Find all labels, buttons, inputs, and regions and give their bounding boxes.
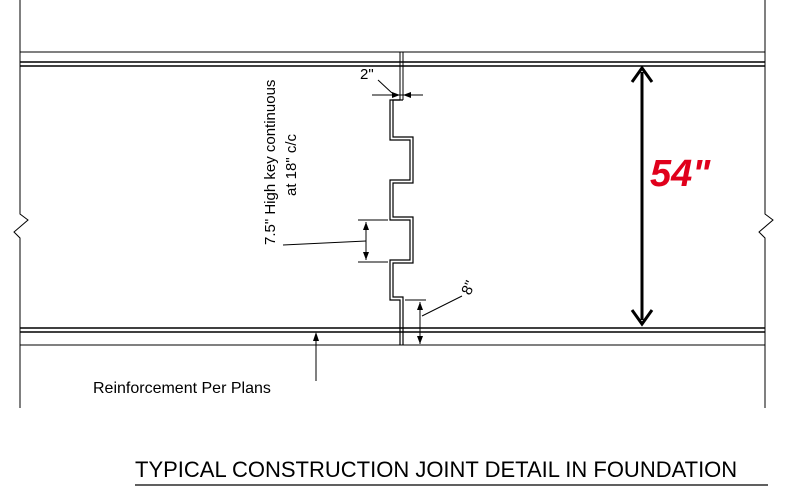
left-break-line [13,0,29,408]
offset-arrow-up-icon [417,302,423,310]
joint-key-profile-right [392,99,414,345]
gap-arrow-right-icon [403,92,411,98]
key-arrow-down-icon [363,252,369,260]
thickness-arrow-bottom-icon [630,309,654,327]
bottom-offset-dimension: 8" [405,278,479,344]
key-note-line-1: 7.5" High key continuous [262,80,279,245]
drawing-title: TYPICAL CONSTRUCTION JOINT DETAIL IN FOU… [135,457,768,486]
title-text: TYPICAL CONSTRUCTION JOINT DETAIL IN FOU… [135,457,737,482]
gap-leader [377,79,393,94]
gap-dimension: 2" [360,66,423,98]
gap-label: 2" [360,66,374,83]
offset-leader [421,295,463,317]
offset-arrow-down-icon [417,336,423,344]
reinforcement-label: Reinforcement Per Plans [93,380,271,397]
joint-key-profile-left [389,99,411,345]
reinforcement-callout: Reinforcement Per Plans [93,332,319,397]
key-height-dimension: 7.5" High key continuous at 18" c/c [262,80,388,263]
key-leader [282,240,367,246]
thickness-label: 54" [650,153,711,195]
thickness-dimension: 54" [630,65,711,327]
reinforcement-arrow-icon [313,332,319,341]
key-note-line-2: at 18" c/c [283,133,300,196]
right-break-line [758,0,774,408]
thickness-arrow-top-icon [630,65,654,83]
offset-label: 8" [458,278,479,298]
keyed-joint [389,52,414,345]
key-arrow-up-icon [363,222,369,230]
gap-arrow-left-icon [392,92,400,98]
foundation-slab [13,0,774,408]
